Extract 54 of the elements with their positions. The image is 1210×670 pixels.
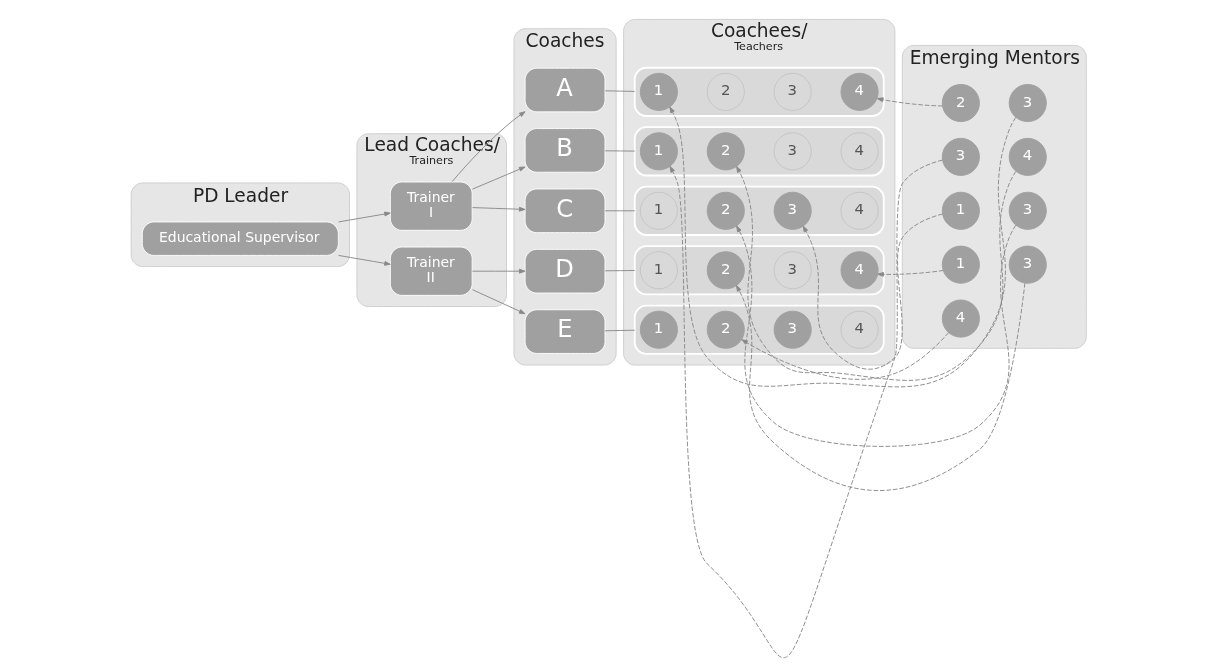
node-circle: 2	[706, 191, 745, 230]
arrow	[472, 166, 526, 190]
node-circle: 3	[1008, 191, 1047, 230]
cluster	[633, 304, 885, 355]
arrow	[802, 213, 943, 370]
node-circle: 4	[840, 310, 879, 349]
node-box: B	[524, 128, 606, 173]
node-circle: 3	[941, 137, 980, 176]
node-box: D	[524, 248, 606, 294]
arrow	[451, 111, 526, 183]
arrow	[472, 206, 526, 212]
node-circle: 1	[941, 245, 980, 284]
node-circle: 3	[1008, 83, 1047, 123]
node-circle: 2	[941, 83, 980, 123]
node-circle: 4	[1008, 137, 1047, 176]
node-circle: 4	[840, 251, 879, 290]
node-circle: 3	[773, 191, 812, 230]
node-box: Trainer II	[389, 246, 473, 296]
node-circle: 3	[773, 310, 812, 349]
arrow	[876, 97, 943, 107]
node-circle: 4	[840, 72, 879, 111]
node-circle: 4	[941, 299, 980, 338]
arrow	[338, 211, 391, 223]
connector	[604, 90, 636, 92]
arrow	[669, 106, 1017, 388]
arrow	[877, 270, 944, 277]
connector	[604, 270, 636, 272]
node-circle: 1	[639, 310, 678, 349]
connector	[604, 210, 636, 212]
connector	[604, 150, 636, 152]
arrow	[338, 254, 391, 266]
arrow	[669, 159, 943, 658]
node-circle: 3	[1008, 245, 1047, 284]
connector	[604, 329, 636, 332]
node-circle: 1	[639, 191, 678, 230]
node-circle: 3	[773, 251, 812, 290]
node-box: Educational Supervisor	[141, 221, 339, 256]
node-circle: 1	[941, 191, 980, 230]
node-box: E	[524, 309, 606, 354]
arrow	[736, 282, 1026, 491]
node-circle: 2	[706, 310, 745, 349]
node-box: A	[524, 67, 606, 113]
arrow	[472, 268, 526, 274]
node-box: C	[524, 188, 606, 234]
node-circle: 1	[639, 251, 678, 290]
cluster	[633, 126, 885, 177]
node-circle: 1	[639, 72, 678, 111]
arrow	[741, 332, 949, 380]
arrow	[736, 224, 1017, 447]
arrow	[736, 166, 1017, 381]
arrow	[472, 289, 526, 315]
node-box: Trainer I	[389, 181, 473, 231]
node-circle: 4	[840, 132, 879, 171]
node-circle: 4	[840, 191, 879, 230]
